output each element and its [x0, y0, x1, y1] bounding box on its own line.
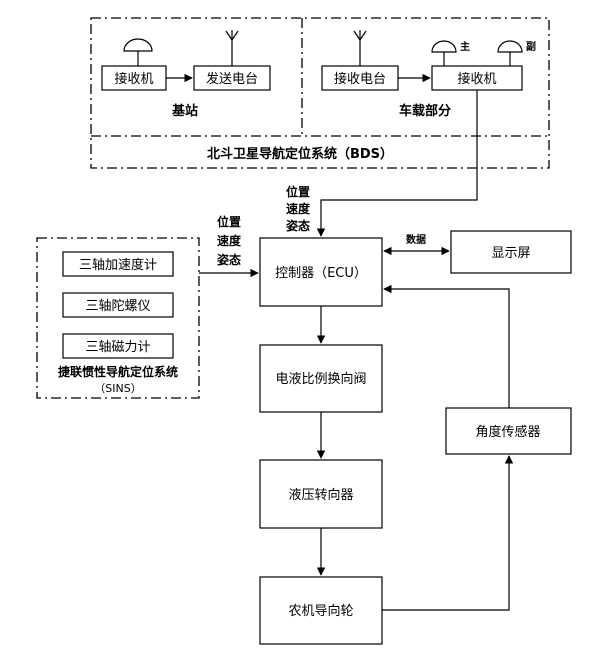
vehicle-receiver-label: 接收机	[457, 71, 496, 87]
wheel-box	[259, 576, 383, 645]
valve-label: 电液比例换向阀	[275, 371, 366, 387]
secondary-dish-antenna-icon	[497, 40, 523, 66]
ecu-label: 控制器（ECU）	[275, 266, 367, 281]
sins-system-label: 捷联惯性导航定位系统	[58, 364, 178, 379]
sins-output-attitude: 姿态	[217, 252, 241, 267]
sins-output-velocity: 速度	[217, 233, 242, 248]
accelerometer-label: 三轴加速度计	[79, 257, 157, 273]
sins-output-labels: 位置 速度 姿态	[217, 214, 242, 267]
sensor-to-ecu-arrow	[383, 284, 510, 408]
bds-group: 接收机 发送电台 基站 接收电台 主	[90, 17, 550, 169]
ecu-box	[259, 237, 383, 307]
gyroscope-box	[62, 292, 174, 318]
data-label: 数据	[406, 233, 426, 246]
base-receiver-label: 接收机	[114, 71, 153, 87]
bds-output-position: 位置	[286, 184, 310, 199]
main-antenna-label: 主	[460, 40, 470, 53]
steering-box	[259, 459, 383, 529]
magnetometer-box	[62, 333, 174, 359]
angle-sensor-label: 角度传感器	[475, 424, 540, 440]
vehicle-radio-receiver-label: 接收电台	[334, 71, 386, 87]
radio-antenna-icon	[225, 30, 239, 66]
base-station: 接收机 发送电台 基站	[101, 30, 271, 119]
secondary-antenna-label: 副	[526, 40, 536, 53]
main-dish-antenna-icon	[431, 40, 457, 66]
bds-system-label: 北斗卫星导航定位系统（BDS）	[207, 146, 393, 162]
base-transmitter-box	[193, 65, 271, 91]
accelerometer-box	[62, 251, 174, 277]
bds-output-attitude: 姿态	[286, 218, 310, 233]
display-box	[450, 230, 572, 274]
sins-dashed-frame	[36, 237, 200, 399]
wheel-to-sensor-arrow	[382, 455, 514, 611]
gyroscope-label: 三轴陀螺仪	[85, 298, 150, 314]
steering-label: 液压转向器	[288, 487, 353, 503]
bds-output-velocity: 速度	[286, 201, 311, 216]
sins-system-abbr: （SINS）	[94, 382, 141, 395]
base-transmitter-label: 发送电台	[206, 71, 258, 87]
magnetometer-label: 三轴磁力计	[85, 340, 150, 355]
vehicle-part: 接收电台 主 副 接收机 车载部分	[321, 30, 536, 119]
vehicle-part-label: 车载部分	[399, 103, 451, 119]
radio-antenna-icon	[353, 30, 367, 66]
sins-output-position: 位置	[217, 214, 241, 229]
bds-dashed-frame	[90, 17, 550, 169]
bds-to-ecu-arrow	[316, 90, 478, 237]
wheel-label: 农机导向轮	[288, 603, 353, 619]
base-station-label: 基站	[171, 103, 198, 119]
angle-sensor-box	[445, 407, 572, 455]
sins-group: 三轴加速度计 三轴陀螺仪 三轴磁力计 捷联惯性导航定位系统 （SINS）	[36, 237, 200, 399]
bds-output-labels: 位置 速度 姿态	[286, 184, 311, 233]
dish-antenna-icon	[123, 38, 153, 66]
vehicle-radio-receiver-box	[321, 65, 399, 91]
display-label: 显示屏	[491, 246, 530, 261]
